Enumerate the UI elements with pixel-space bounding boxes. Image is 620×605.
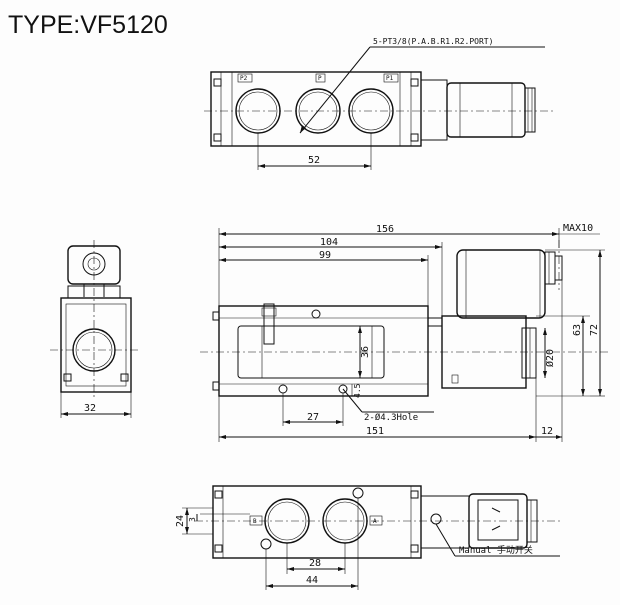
screw-icon (410, 490, 419, 499)
dim-12: 12 (541, 426, 553, 437)
dim-4-5: 4.5 (353, 383, 362, 398)
cable-gland (544, 251, 556, 285)
callout-leader (299, 46, 371, 134)
top-view-body (210, 71, 422, 147)
coil-ring (521, 327, 537, 379)
bottom-view: B A 24 3 28 44 (175, 485, 560, 590)
port-label-box (237, 73, 253, 83)
port-label-box (315, 73, 326, 83)
connector-housing (456, 249, 546, 319)
screw-icon (214, 490, 223, 499)
port-label-a: A (373, 518, 377, 525)
screw-icon (63, 373, 72, 382)
dim-32: 32 (84, 403, 96, 414)
dim-99: 99 (319, 250, 331, 261)
port-label-p2: P2 (240, 75, 248, 82)
port-label-box (369, 515, 383, 526)
connector-nut (524, 87, 536, 133)
manual-callout: Manual 手动开关 (459, 544, 533, 556)
dim-156: 156 (376, 224, 394, 235)
manual-override-button[interactable] (430, 513, 442, 525)
port-label-box (249, 515, 263, 526)
dim-27: 27 (307, 412, 319, 423)
screw-icon (410, 544, 419, 553)
solenoid-coil (446, 82, 526, 138)
port-label-p1: P1 (386, 75, 394, 82)
screw-icon (214, 544, 223, 553)
callout-leader (342, 388, 363, 413)
port-label-p: P (318, 75, 322, 82)
dim-24: 24 (175, 515, 186, 527)
screw-icon (410, 78, 419, 87)
dim-151: 151 (366, 426, 384, 437)
callout-leader (435, 523, 456, 557)
dim-28: 28 (309, 558, 321, 569)
screw-icon (213, 78, 222, 87)
front-view: 156 104 99 MAX10 36 4.5 27 2-Ø (200, 223, 610, 442)
dim-3: 3 (188, 517, 197, 522)
dim-52: 52 (308, 155, 320, 166)
solenoid-housing (420, 495, 470, 549)
dim-104: 104 (320, 237, 338, 248)
hole-callout: 2-Ø4.3Hole (364, 412, 418, 423)
dim-dia-20: Ø20 (544, 349, 556, 367)
bottom-view-body (212, 485, 422, 559)
port-label-b: B (253, 518, 257, 525)
screw-icon (410, 133, 419, 142)
front-view-body (218, 305, 429, 397)
side-view: 32 (50, 240, 140, 418)
dim-max10: MAX10 (563, 223, 593, 234)
hole-circle (311, 309, 321, 319)
side-view-body (60, 297, 132, 393)
top-view: P2 P P1 5-PT3/8(P.A.B.R1.R2.PORT) 52 (204, 37, 555, 170)
connector-face (477, 499, 519, 541)
dim-63: 63 (572, 324, 583, 336)
solenoid-housing (420, 79, 448, 141)
dim-36: 36 (360, 346, 371, 358)
drawing-title: TYPE:VF5120 (8, 11, 168, 39)
screw-icon (120, 373, 129, 382)
manual-stem (263, 303, 275, 345)
screw-icon (213, 133, 222, 142)
hole-circle (352, 487, 364, 499)
hole-circle (278, 384, 288, 394)
port-callout: 5-PT3/8(P.A.B.R1.R2.PORT) (373, 37, 493, 46)
dim-44: 44 (306, 575, 318, 586)
cable-gland (526, 499, 538, 543)
hole-circle (260, 538, 272, 550)
dim-72: 72 (589, 324, 600, 336)
port-label-box (383, 73, 399, 83)
